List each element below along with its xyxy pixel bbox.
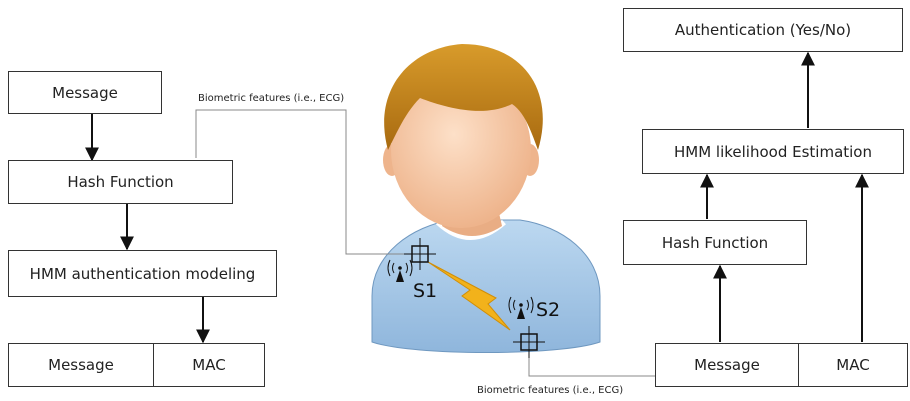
sensor-s1: S1 <box>387 238 437 302</box>
sensor-s1-label: S1 <box>413 280 437 302</box>
sensor-s2: S2 <box>508 296 560 358</box>
lightning-icon <box>427 261 511 331</box>
left-message-label: Message <box>52 83 118 102</box>
person-illustration <box>371 44 601 353</box>
hmm-authentication-modeling-label: HMM authentication modeling <box>29 264 256 283</box>
left-output-mac-label: MAC <box>192 356 226 374</box>
biometric-label-left: Biometric features (i.e., ECG) <box>198 93 345 104</box>
sensor-s2-label: S2 <box>536 299 560 321</box>
right-input-box: Message MAC <box>655 343 908 387</box>
left-hash-function-label: Hash Function <box>67 173 174 191</box>
right-input-message-label: Message <box>694 356 760 374</box>
right-input-message-cell: Message <box>656 344 799 386</box>
antenna-icon <box>508 296 534 319</box>
left-output-mac-cell: MAC <box>154 344 264 386</box>
left-output-message-cell: Message <box>9 344 154 386</box>
hmm-likelihood-estimation-label: HMM likelihood Estimation <box>673 142 872 161</box>
authentication-result-box: Authentication (Yes/No) <box>623 8 903 52</box>
right-input-mac-label: MAC <box>836 356 870 374</box>
hmm-authentication-modeling-box: HMM authentication modeling <box>8 250 277 297</box>
antenna-icon <box>387 259 413 282</box>
right-hash-function-box: Hash Function <box>623 220 807 265</box>
right-hash-function-label: Hash Function <box>661 233 769 252</box>
hmm-likelihood-estimation-box: HMM likelihood Estimation <box>642 129 904 174</box>
face <box>391 72 531 228</box>
left-hash-function-box: Hash Function <box>8 160 233 204</box>
left-output-message-label: Message <box>48 356 114 374</box>
biometric-connector-right <box>528 358 656 377</box>
left-output-box: Message MAC <box>8 343 265 387</box>
biometric-label-right: Biometric features (i.e., ECG) <box>477 385 624 396</box>
authentication-result-label: Authentication (Yes/No) <box>674 21 852 39</box>
shirt <box>371 219 601 353</box>
hair <box>384 44 543 150</box>
right-input-mac-cell: MAC <box>799 344 907 386</box>
biometric-connector-left <box>195 109 404 255</box>
left-message-box: Message <box>8 71 162 114</box>
